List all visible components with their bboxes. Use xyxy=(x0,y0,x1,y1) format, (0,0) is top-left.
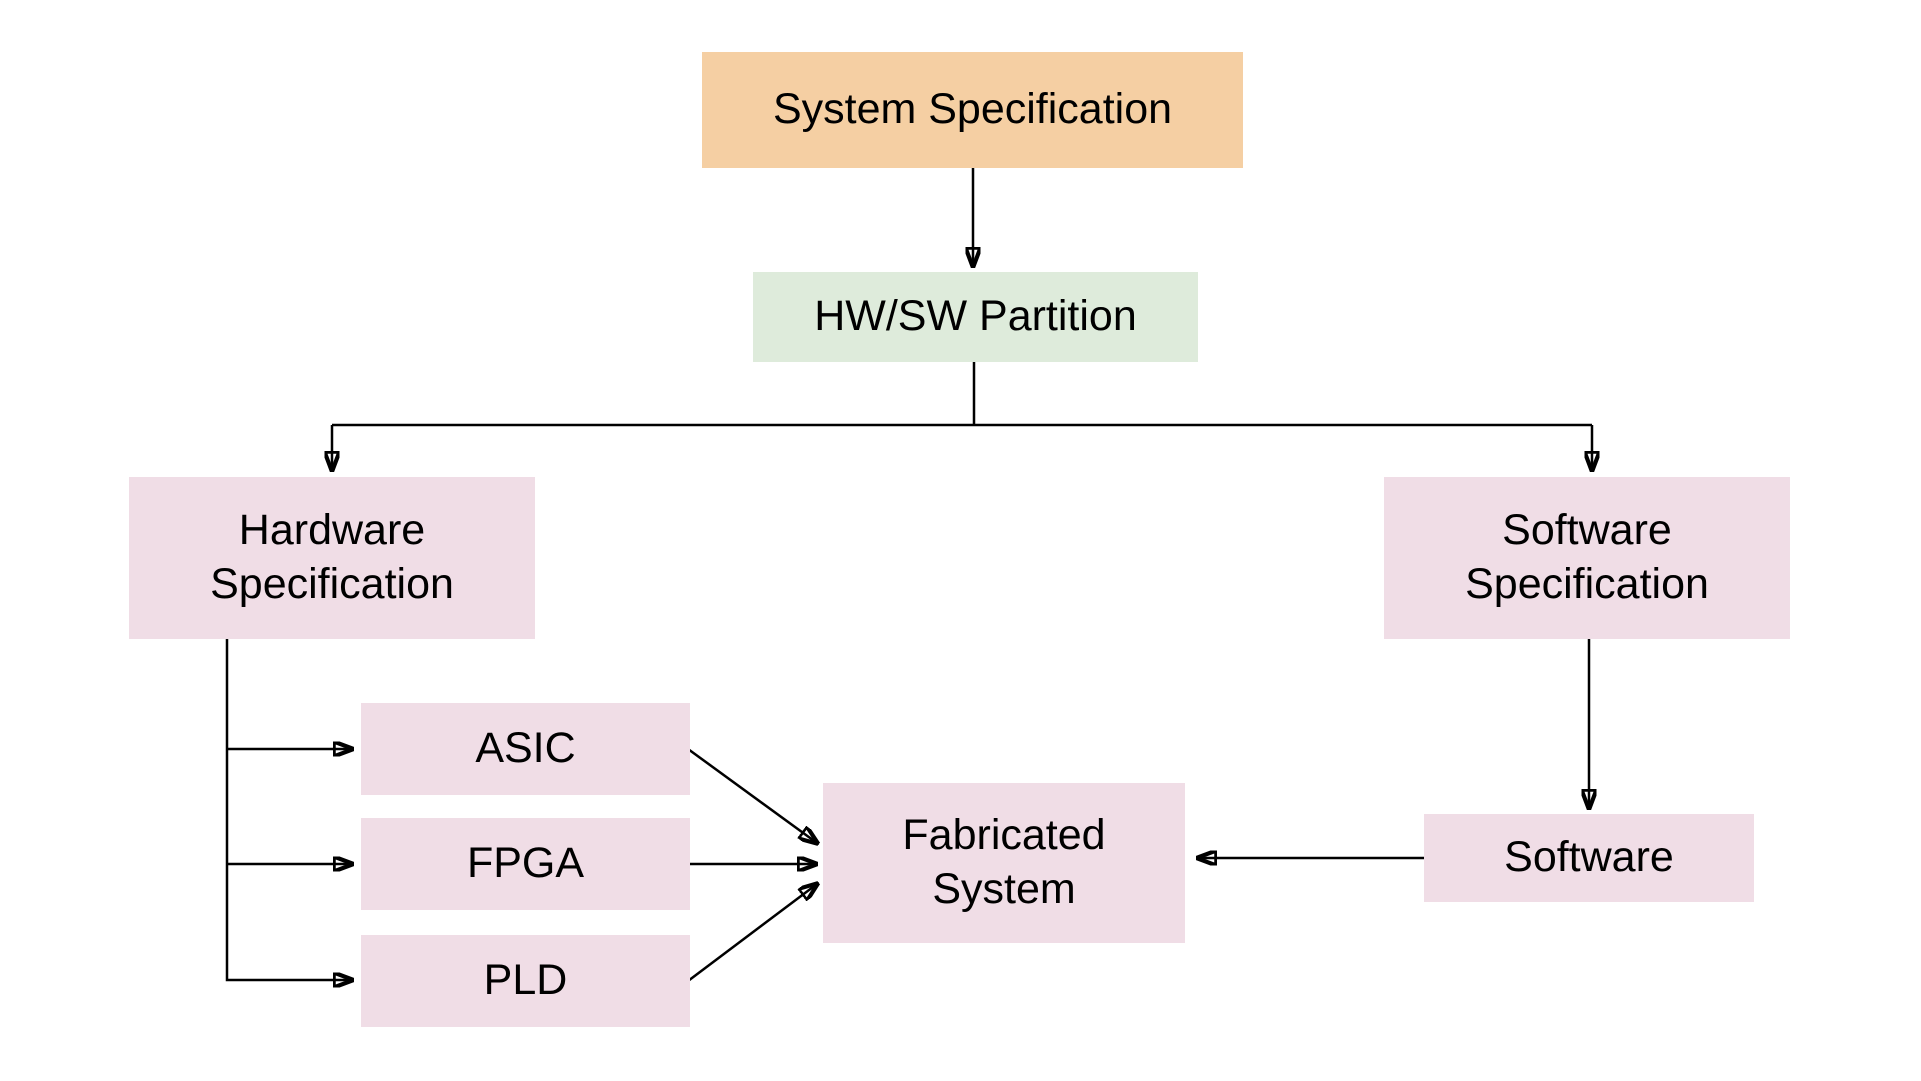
node-hw-sw-partition: HW/SW Partition xyxy=(753,272,1198,362)
edge-hwspec-to-pld-arrow xyxy=(225,639,352,980)
node-software-specification: Software Specification xyxy=(1384,477,1790,639)
node-system-specification: System Specification xyxy=(702,52,1243,168)
edge-asic-to-fabricated-arrow xyxy=(687,747,817,843)
node-system-specification-label: System Specification xyxy=(772,85,1173,134)
node-fpga: FPGA xyxy=(361,818,690,910)
node-hw-sw-partition-label: HW/SW Partition xyxy=(814,292,1137,341)
node-fabricated-system-label: Fabricated System xyxy=(902,811,1106,913)
node-hardware-specification: Hardware Specification xyxy=(129,477,535,639)
node-fpga-label: FPGA xyxy=(466,839,585,888)
node-asic: ASIC xyxy=(361,703,690,795)
node-asic-label: ASIC xyxy=(475,724,576,773)
edge-partition-branch-line xyxy=(332,362,1592,427)
node-hardware-specification-label: Hardware Specification xyxy=(210,506,454,608)
node-pld: PLD xyxy=(361,935,690,1027)
node-pld-label: PLD xyxy=(483,956,568,1005)
edge-pld-to-fabricated-arrow xyxy=(687,884,817,982)
node-fabricated-system: Fabricated System xyxy=(823,783,1185,943)
node-software: Software xyxy=(1424,814,1754,902)
node-software-label: Software xyxy=(1504,833,1674,882)
node-software-specification-label: Software Specification xyxy=(1465,506,1709,608)
